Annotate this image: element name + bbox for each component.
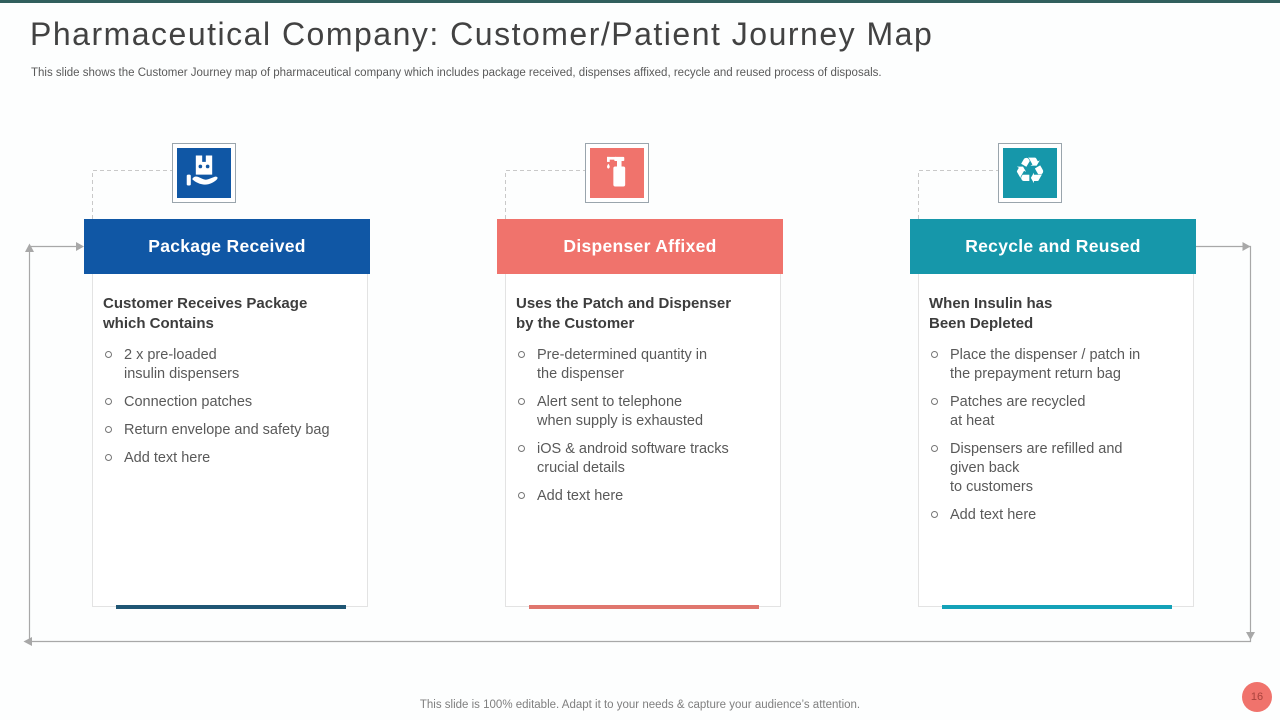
bullet-item: Place the dispenser / patch in the prepa… (929, 346, 1183, 384)
stage-header-label: Recycle and Reused (965, 236, 1141, 256)
page-title: Pharmaceutical Company: Customer/Patient… (30, 16, 934, 52)
stage-heading: Uses the Patch and Dispenser by the Cust… (516, 295, 732, 332)
stage-card-dispenser-affixed: Dispenser Affixed Uses the Patch and Dis… (497, 138, 783, 609)
top-accent-line (0, 0, 1280, 3)
stage-header: Recycle and Reused (910, 219, 1196, 274)
hand-holding-package-icon (182, 151, 226, 196)
stage-body: Customer Receives Package which Contains… (92, 274, 368, 607)
bullet-list: 2 x pre-loaded insulin dispensers Connec… (103, 346, 357, 468)
stage-icon-box: ♻ (998, 143, 1062, 203)
stage-card-package-received: Package Received Customer Receives Packa… (84, 138, 370, 609)
stage-header-label: Dispenser Affixed (563, 236, 717, 256)
loop-line-right-bottom (26, 245, 1252, 643)
bullet-item: Alert sent to telephone when supply is e… (516, 393, 770, 431)
bullet-item: Connection patches (103, 393, 357, 412)
footer-note: This slide is 100% editable. Adapt it to… (419, 699, 861, 711)
stage-header: Dispenser Affixed (497, 219, 783, 274)
stage-card-recycle-and-reused: ♻ Recycle and Reused When Insulin has Be… (910, 138, 1196, 609)
bullet-item: 2 x pre-loaded insulin dispensers (103, 346, 357, 384)
bottom-accent-bar (529, 605, 759, 609)
stage-body: When Insulin has Been Depleted Place the… (918, 274, 1194, 607)
arrowhead-down-icon (1246, 632, 1255, 640)
dashed-connector (918, 170, 998, 219)
dashed-connector (92, 170, 172, 219)
bullet-item: Return envelope and safety bag (103, 421, 357, 440)
recycle-icon: ♻ (1013, 150, 1047, 191)
bullet-item: Add text here (929, 506, 1183, 525)
arrowhead-right-icon (1242, 242, 1251, 251)
bullet-item: Dispensers are refilled and given back t… (929, 440, 1183, 497)
stage-header: Package Received (84, 219, 370, 274)
arrowhead-up-icon (25, 243, 34, 252)
bullet-item: Pre-determined quantity in the dispenser (516, 346, 770, 384)
stage-body: Uses the Patch and Dispenser by the Cust… (505, 274, 781, 607)
page-number: 16 (1250, 691, 1264, 703)
bullet-list: Place the dispenser / patch in the prepa… (929, 346, 1183, 525)
bullet-item: Patches are recycled at heat (929, 393, 1183, 431)
stage-icon-box (172, 143, 236, 203)
bullet-item: iOS & android software tracks crucial de… (516, 440, 770, 478)
arrowhead-left-icon (23, 637, 32, 646)
stage-heading: Customer Receives Package which Contains (103, 295, 308, 332)
dashed-connector (505, 170, 585, 219)
stage-icon-box (585, 143, 649, 203)
stage-heading: When Insulin has Been Depleted (929, 295, 1053, 332)
bullet-item: Add text here (103, 449, 357, 468)
bullet-list: Pre-determined quantity in the dispenser… (516, 346, 770, 506)
dispenser-pump-icon (595, 151, 639, 196)
stage-header-label: Package Received (148, 236, 306, 256)
page-subtitle: This slide shows the Customer Journey ma… (31, 67, 882, 79)
bottom-accent-bar (942, 605, 1172, 609)
bottom-accent-bar (116, 605, 346, 609)
bullet-item: Add text here (516, 487, 770, 506)
arrowhead-right-icon (76, 242, 84, 251)
page-number-badge: 16 (1242, 682, 1272, 712)
